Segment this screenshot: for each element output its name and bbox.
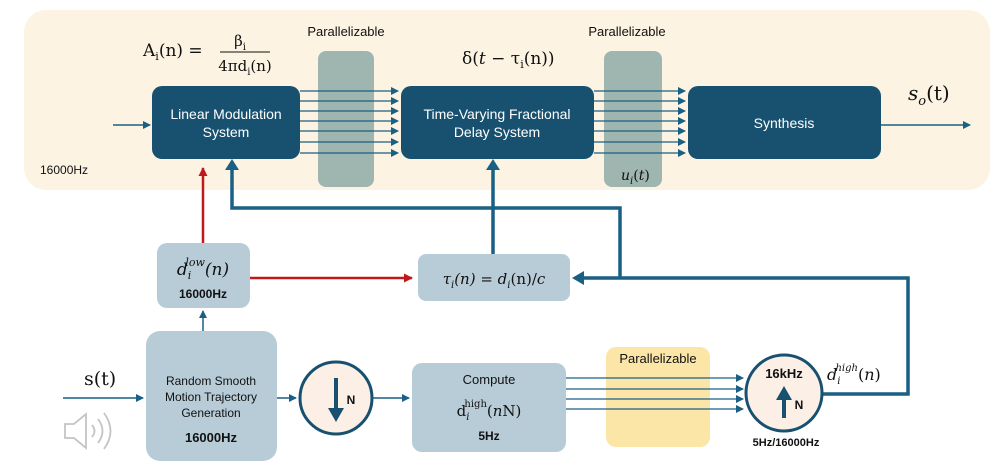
delay-formula: δ(t − τi(n)) bbox=[462, 49, 555, 71]
parallel-channels-3 bbox=[566, 374, 744, 413]
upsample-caption: 5Hz/16000Hz bbox=[753, 437, 820, 449]
tau-box bbox=[418, 254, 570, 301]
traj-label-1: Random Smooth bbox=[166, 374, 256, 388]
tv-delay-box bbox=[401, 86, 594, 159]
dhigh-return-path bbox=[582, 276, 910, 396]
output-label: so(t) bbox=[908, 81, 950, 109]
parallel-channels-2 bbox=[594, 87, 686, 157]
trajectory-box bbox=[146, 331, 277, 461]
tv-delay-label-1: Time-Varying Fractional bbox=[423, 106, 570, 122]
traj-rate: 16000Hz bbox=[185, 430, 238, 445]
parallel-strip-2 bbox=[604, 51, 662, 187]
upsample-factor: N bbox=[795, 398, 804, 412]
svg-text:Ai(n) =: Ai(n) = bbox=[142, 41, 203, 63]
top-sample-rate: 16000Hz bbox=[40, 163, 88, 177]
linear-modulation-box bbox=[152, 86, 300, 159]
compute-box bbox=[412, 363, 566, 452]
parallel-label-3: Parallelizable bbox=[619, 351, 696, 366]
input-label: s(t) bbox=[84, 368, 116, 390]
compute-title: Compute bbox=[463, 372, 516, 387]
parallel-strip-3 bbox=[606, 347, 710, 447]
upsample-rate: 16kHz bbox=[765, 366, 803, 381]
tv-delay-label-2: Delay System bbox=[454, 124, 540, 140]
svg-text:βi: βi bbox=[234, 32, 246, 53]
down-arrow-icon bbox=[328, 378, 344, 422]
svg-text:4πdi(n): 4πdi(n) bbox=[218, 57, 272, 78]
synthesis-label: Synthesis bbox=[754, 115, 815, 131]
linear-modulation-label-1: Linear Modulation bbox=[170, 106, 281, 122]
feedback-path-linear bbox=[230, 163, 622, 278]
compute-rate: 5Hz bbox=[478, 429, 499, 443]
synthesis-box bbox=[688, 86, 881, 159]
dhigh-label: dihigh(n) bbox=[827, 363, 881, 387]
speaker-icon bbox=[64, 412, 112, 450]
dlow-box bbox=[157, 243, 250, 308]
up-arrow-icon bbox=[776, 386, 792, 418]
parallel-channels-1 bbox=[300, 87, 399, 157]
dlow-rate: 16000Hz bbox=[179, 287, 227, 301]
parallel-label-2: Parallelizable bbox=[588, 24, 665, 39]
traj-label-2: Motion Trajectory bbox=[165, 390, 257, 404]
parallel-strip-1 bbox=[318, 51, 374, 187]
ui-label: ui(t) bbox=[621, 168, 650, 187]
traj-label-3: Generation bbox=[181, 406, 240, 420]
parallel-label-1: Parallelizable bbox=[307, 24, 384, 39]
downsample-factor: N bbox=[347, 393, 356, 407]
tau-formula: τi(n) = di(n)/c bbox=[443, 270, 546, 291]
linear-modulation-label-2: System bbox=[203, 124, 250, 140]
